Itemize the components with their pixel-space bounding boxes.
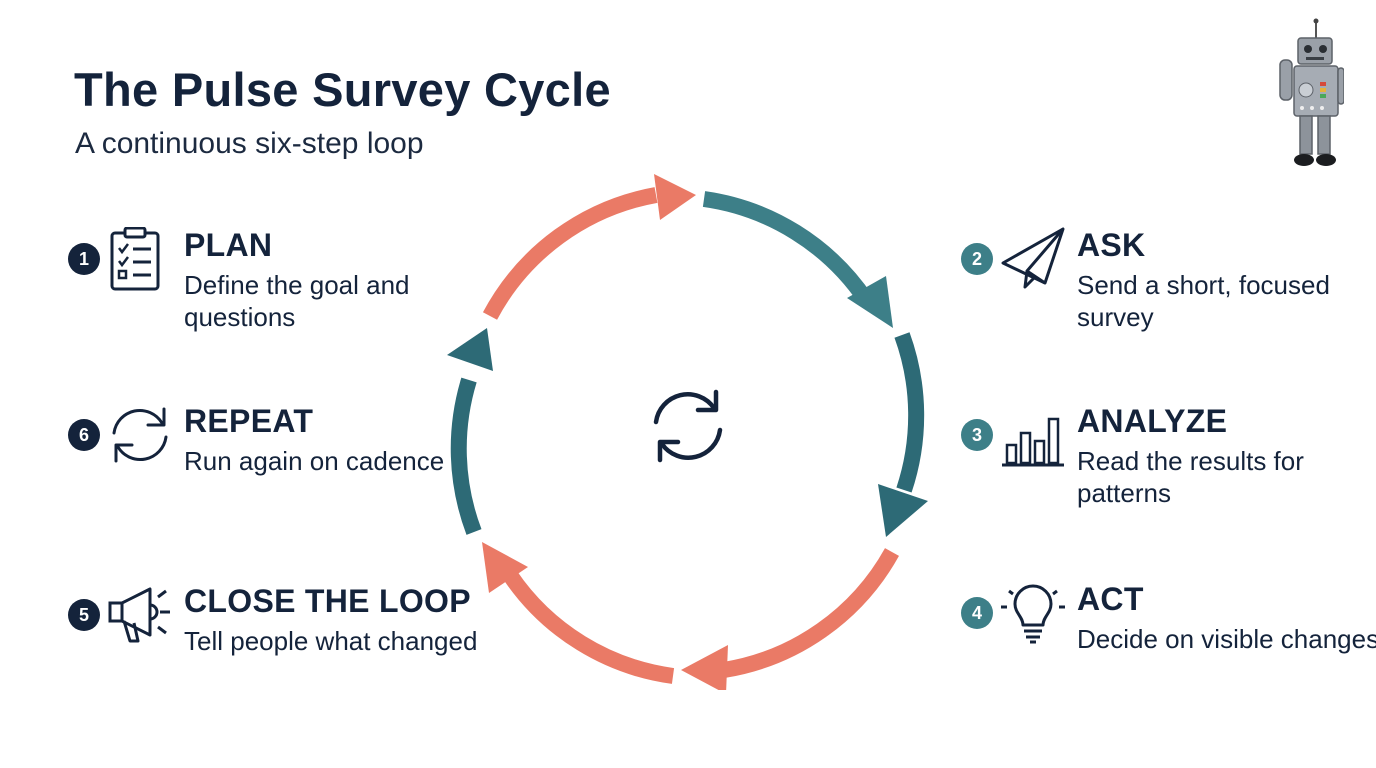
step-title: ANALYZE (1077, 403, 1228, 439)
step-number-badge: 1 (68, 243, 100, 275)
cycle-arrow-act-to-close (722, 548, 899, 678)
page-title: The Pulse Survey Cycle (74, 63, 611, 116)
cycle-arrowhead-analyze-to-act (878, 484, 928, 537)
step-number-badge: 2 (961, 243, 993, 275)
step-number-badge: 3 (961, 419, 993, 451)
step-repeat: 6 REPEAT Run again on cadence (68, 403, 468, 529)
step-description: Define the goal and questions (184, 270, 410, 332)
cycle-arrow-ask-to-analyze (702, 191, 873, 305)
cycle-arrow-repeat-to-plan (450, 377, 482, 535)
step-description: Read the results for patterns (1077, 446, 1304, 508)
page-subtitle: A continuous six-step loop (75, 127, 424, 160)
cycle-arrowhead-act-to-close (681, 645, 728, 690)
cycle-arrow-plan-to-ask (482, 187, 658, 320)
step-description: Decide on visible changes (1077, 624, 1376, 654)
cycle-arrow-analyze-to-act (894, 332, 925, 493)
step-number-badge: 4 (961, 597, 993, 629)
lightbulb-icon (1001, 584, 1065, 644)
step-description: Send a short, focused survey (1077, 270, 1330, 332)
cycle-arrowhead-repeat-to-plan (447, 328, 493, 371)
clipboard-checklist-icon (110, 227, 160, 291)
cycle-ring (447, 174, 928, 690)
robot-mascot-icon (1279, 18, 1344, 166)
cycle-arrowhead-close-to-repeat (482, 542, 528, 593)
cycle-arrow-close-to-repeat (503, 570, 675, 684)
step-title: REPEAT (184, 403, 314, 439)
step-title: ACT (1077, 581, 1144, 617)
step-title: PLAN (184, 227, 273, 263)
step-analyze: 3 ANALYZE Read the results for patterns (961, 403, 1361, 529)
step-plan: 1 PLAN Define the goal and questions (68, 227, 468, 353)
step-ask: 2 ASK Send a short, focused survey (961, 227, 1361, 353)
step-close-the-loop: 5 CLOSE THE LOOP Tell people what change… (68, 583, 477, 709)
step-number-badge: 6 (68, 419, 100, 451)
refresh-icon (112, 407, 168, 463)
center-refresh-icon (653, 389, 723, 463)
megaphone-icon (108, 587, 170, 643)
bar-chart-icon (1002, 417, 1064, 467)
step-description: Run again on cadence (184, 446, 445, 476)
step-title: CLOSE THE LOOP (184, 583, 471, 619)
step-number-badge: 5 (68, 599, 100, 631)
step-act: 4 ACT Decide on visible changes (961, 581, 1376, 707)
cycle-arrowhead-plan-to-ask (654, 174, 696, 220)
step-title: ASK (1077, 227, 1146, 263)
paper-plane-icon (1001, 227, 1065, 289)
cycle-arrowhead-ask-to-analyze (847, 276, 893, 328)
step-description: Tell people what changed (184, 626, 478, 656)
